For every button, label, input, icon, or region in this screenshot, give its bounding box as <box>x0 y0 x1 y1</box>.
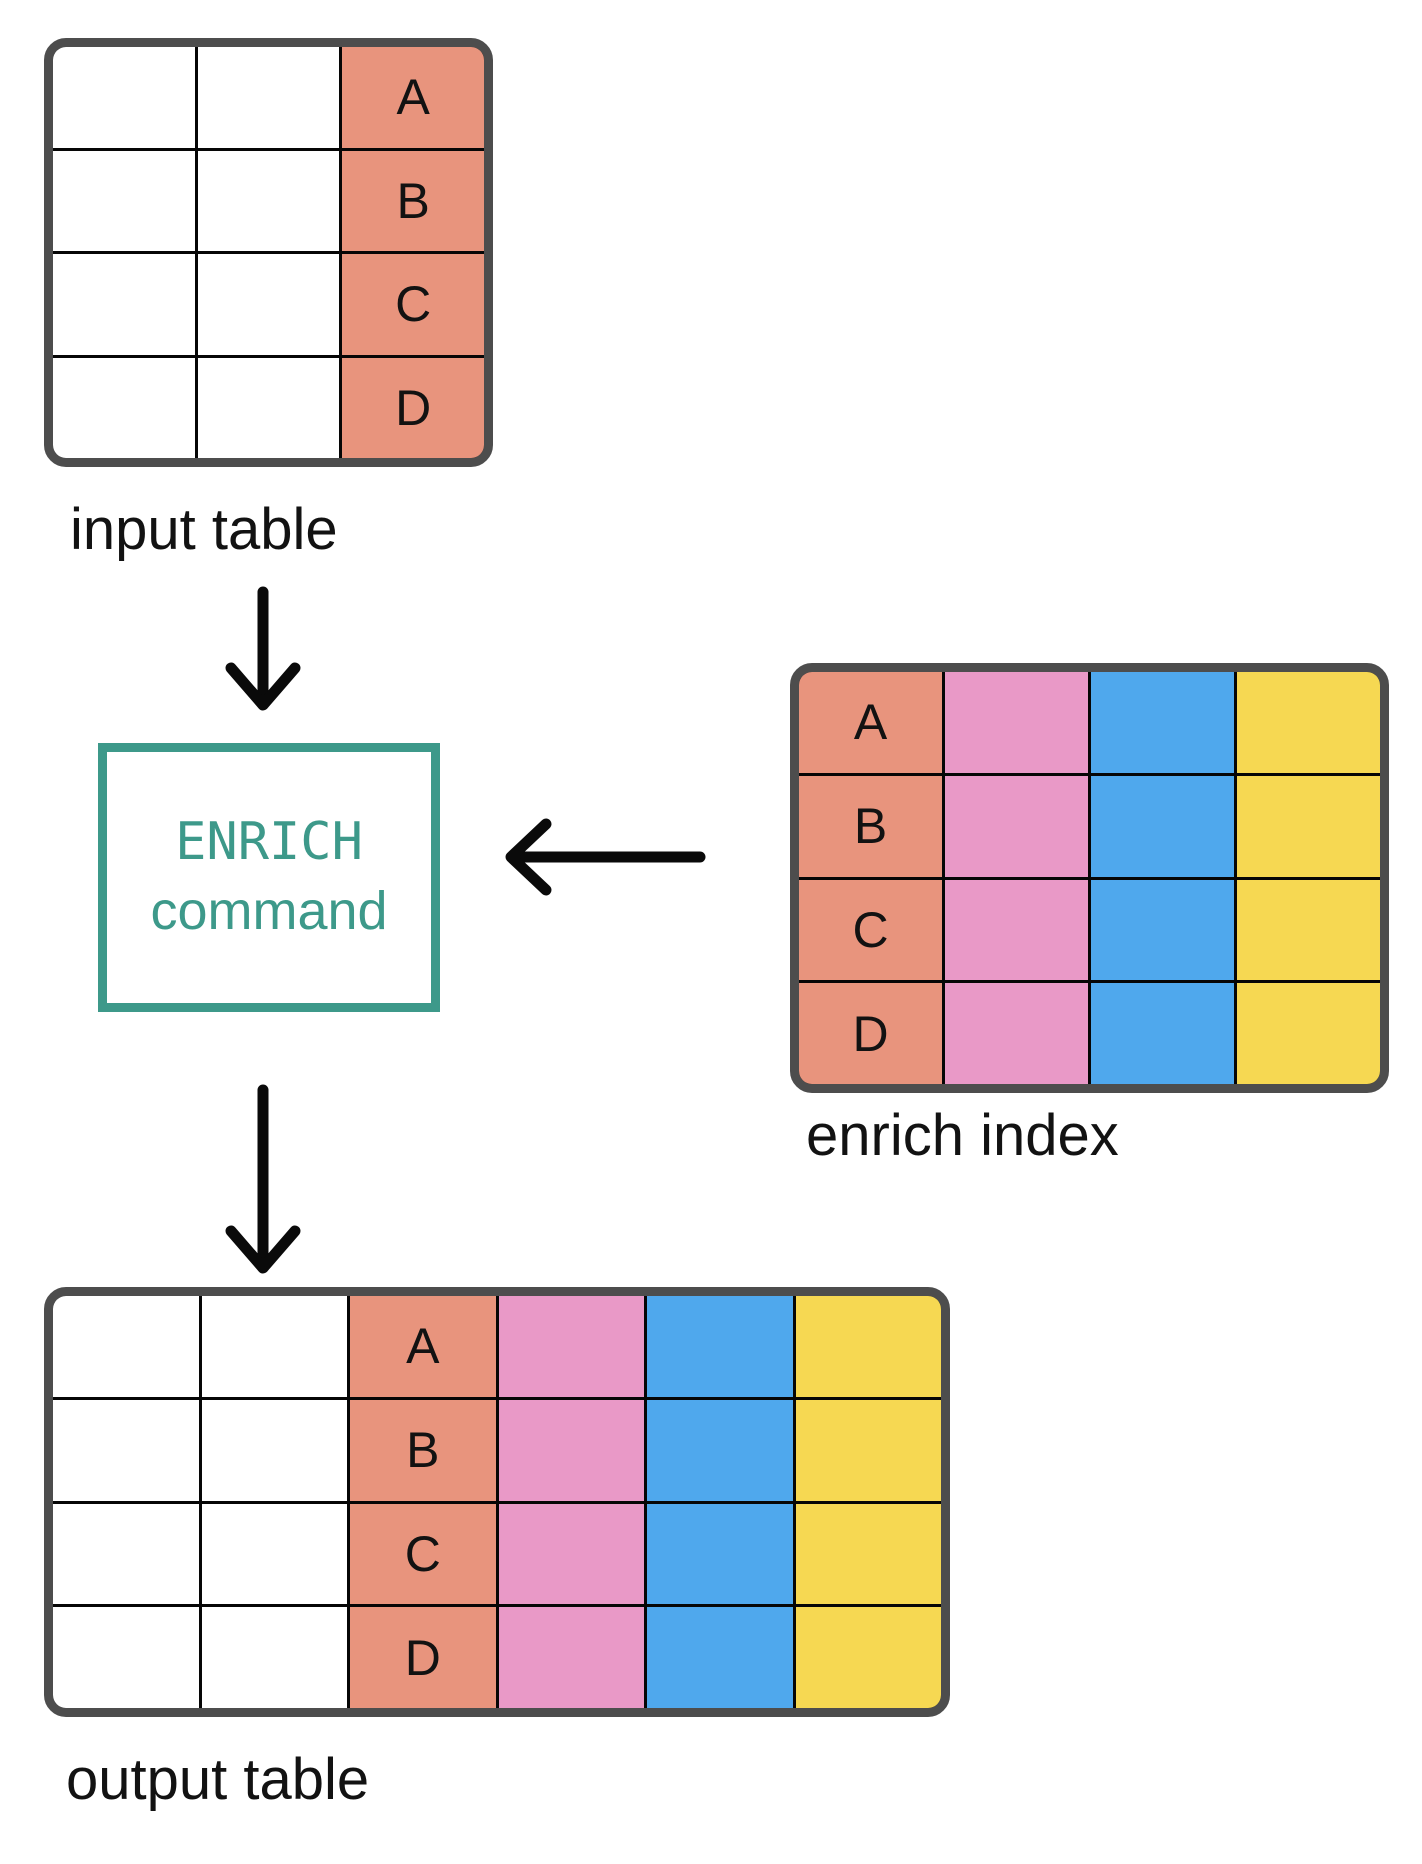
table-cell <box>795 1607 941 1708</box>
table-cell <box>1237 775 1380 877</box>
arrow-enrich-to-output-icon <box>225 1084 301 1274</box>
table-cell <box>53 254 195 355</box>
table-cell <box>647 1399 793 1501</box>
table-cell <box>1091 983 1234 1084</box>
table-cell <box>795 1296 941 1397</box>
table-cell <box>795 1399 941 1501</box>
table-cell <box>1237 672 1380 773</box>
table-cell <box>498 1296 644 1397</box>
table-cell <box>53 1503 199 1605</box>
input-table-label: input table <box>70 497 338 562</box>
key-cell-a: A <box>350 1296 496 1397</box>
table-cell <box>201 1503 347 1605</box>
key-cell-b: B <box>342 150 484 251</box>
arrow-input-to-enrich-icon <box>225 586 301 711</box>
table-cell <box>498 1503 644 1605</box>
table-cell <box>53 1607 199 1708</box>
table-cell <box>498 1607 644 1708</box>
table-cell <box>1237 983 1380 1084</box>
key-cell-d: D <box>342 357 484 458</box>
table-cell <box>201 1607 347 1708</box>
key-cell-d: D <box>350 1607 496 1708</box>
table-cell <box>945 775 1088 877</box>
key-cell-c: C <box>350 1503 496 1605</box>
table-cell <box>795 1503 941 1605</box>
enrich-command-box: ENRICH command <box>98 743 440 1012</box>
key-cell-c: C <box>342 254 484 355</box>
table-cell <box>53 1296 199 1397</box>
table-cell <box>197 254 340 355</box>
enrich-index-label: enrich index <box>806 1103 1119 1168</box>
enrich-keyword-text: ENRICH <box>175 811 363 872</box>
key-cell-b: B <box>350 1399 496 1501</box>
table-cell <box>945 983 1088 1084</box>
output-table-label: output table <box>66 1747 370 1812</box>
key-cell-c: C <box>799 879 942 981</box>
key-cell-a: A <box>799 672 942 773</box>
table-cell <box>647 1296 793 1397</box>
table-cell <box>1091 879 1234 981</box>
table-cell <box>197 150 340 251</box>
table-cell <box>1091 775 1234 877</box>
table-cell <box>498 1399 644 1501</box>
table-cell <box>53 150 195 251</box>
table-cell <box>53 1399 199 1501</box>
enrich-command-text: command <box>150 881 388 942</box>
table-cell <box>945 879 1088 981</box>
table-cell <box>53 47 195 148</box>
table-cell <box>197 357 340 458</box>
table-cell <box>201 1399 347 1501</box>
table-cell <box>945 672 1088 773</box>
key-cell-b: B <box>799 775 942 877</box>
table-cell <box>201 1296 347 1397</box>
table-cell <box>1091 672 1234 773</box>
key-cell-d: D <box>799 983 942 1084</box>
table-cell <box>647 1607 793 1708</box>
table-cell <box>197 47 340 148</box>
arrow-index-to-enrich-icon <box>505 818 706 896</box>
table-cell <box>647 1503 793 1605</box>
table-cell <box>1237 879 1380 981</box>
key-cell-a: A <box>342 47 484 148</box>
table-cell <box>53 357 195 458</box>
